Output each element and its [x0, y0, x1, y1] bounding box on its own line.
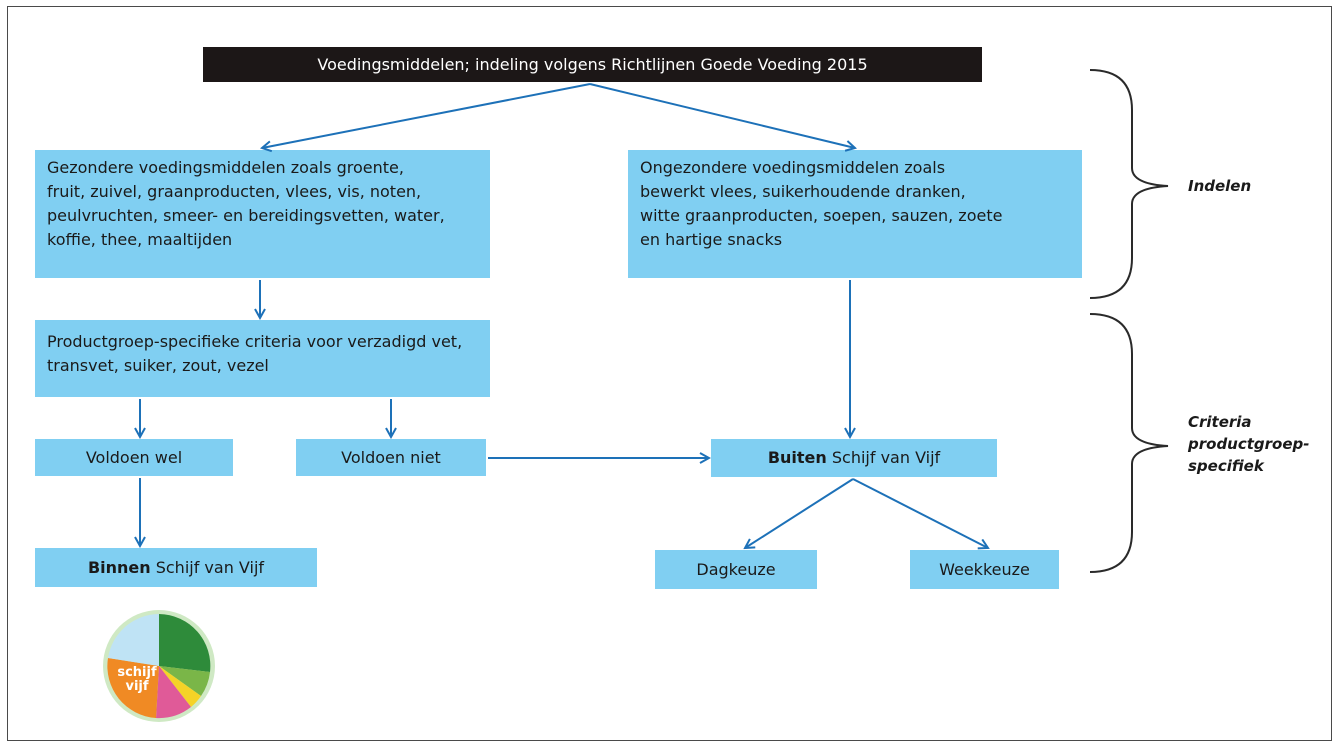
criteria-line: transvet, suiker, zout, vezel: [47, 356, 269, 375]
brace-indelen: [1089, 69, 1169, 299]
unhealthy-line: witte graanproducten, soepen, sauzen, zo…: [640, 206, 1003, 225]
arrow-title-to-unhealthy: [589, 83, 855, 148]
criteria-box: Productgroep-specifieke criteria voor ve…: [35, 320, 490, 397]
label-criteria-line: Criteria: [1188, 413, 1252, 431]
week-choice-box: Weekkeuze: [910, 550, 1059, 589]
unhealthy-foods-box: Ongezondere voedingsmiddelen zoals bewer…: [628, 150, 1082, 278]
unhealthy-line: bewerkt vlees, suikerhoudende dranken,: [640, 182, 966, 201]
criteria-line: Productgroep-specifieke criteria voor ve…: [47, 332, 463, 351]
diagram-title: Voedingsmiddelen; indeling volgens Richt…: [203, 47, 982, 82]
outside-bold: Buiten: [767, 448, 827, 467]
healthy-foods-box: Gezondere voedingsmiddelen zoals groente…: [35, 150, 490, 278]
label-criteria: Criteria productgroep- specifiek: [1188, 411, 1310, 477]
brace-criteria: [1089, 313, 1169, 573]
healthy-line: koffie, thee, maaltijden: [47, 230, 233, 249]
label-criteria-line: productgroep-: [1188, 435, 1310, 453]
unhealthy-line: Ongezondere voedingsmiddelen zoals: [640, 158, 946, 177]
inside-schijf-box: Binnen Schijf van Vijf: [35, 548, 317, 587]
schijf-van-vijf-logo: schijf vijf: [103, 610, 215, 722]
meets-criteria-box: Voldoen wel: [35, 439, 233, 476]
healthy-line: fruit, zuivel, graanproducten, vlees, vi…: [47, 182, 422, 201]
arrow-outside-to-day: [745, 478, 854, 548]
inside-bold: Binnen: [87, 557, 151, 577]
fails-criteria-box: Voldoen niet: [296, 439, 486, 476]
label-criteria-line: specifiek: [1188, 457, 1264, 475]
unhealthy-line: en hartige snacks: [640, 230, 783, 249]
diagram-frame: [7, 6, 1332, 741]
arrow-outside-to-week: [852, 478, 988, 548]
outside-rest: Schijf van Vijf: [826, 448, 941, 467]
logo-text: schijf: [117, 665, 157, 680]
outside-schijf-box: Buiten Schijf van Vijf: [711, 439, 997, 477]
healthy-line: peulvruchten, smeer- en bereidingsvetten…: [47, 206, 445, 225]
day-choice-box: Dagkeuze: [655, 550, 817, 589]
logo-text: vijf: [125, 679, 148, 694]
inside-rest: Schijf van Vijf: [150, 557, 265, 577]
arrow-title-to-healthy: [262, 83, 591, 148]
healthy-line: Gezondere voedingsmiddelen zoals groente…: [47, 158, 404, 177]
label-indelen: Indelen: [1188, 177, 1252, 195]
